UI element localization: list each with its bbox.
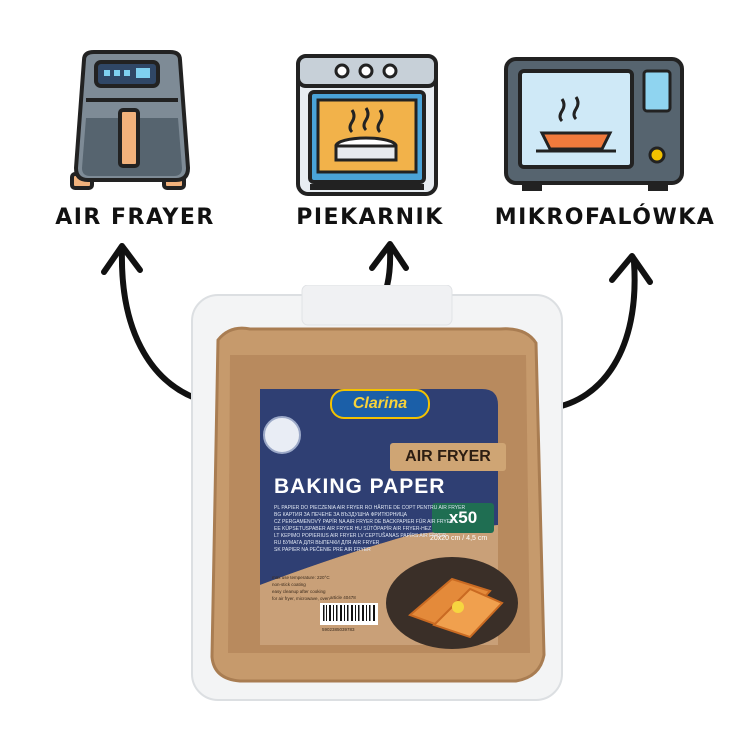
- hang-tab: [301, 285, 453, 326]
- brand-logo: Clarina: [330, 389, 430, 419]
- size-text: 20x20 cm / 4,5 cm: [430, 535, 488, 542]
- count-badge: x50: [432, 503, 494, 533]
- oven-label: PIEKARNIK: [296, 205, 444, 230]
- language-line: CZ PERGAMENOVÝ PAPÍR NA AIR FRYER DE BAC…: [274, 519, 454, 525]
- language-line: SK PAPIER NA PEČENIE PRE AIR FRYER: [274, 547, 371, 553]
- category-badge: AIR FRYER: [390, 443, 506, 471]
- feature-line: max use temperature: 220°C: [272, 575, 330, 580]
- arrow-to-oven-head: [369, 241, 409, 271]
- quality-seal: [263, 416, 301, 454]
- arrow-to-air-fryer-head: [101, 243, 143, 275]
- air-fryer-label: AIR FRAYER: [55, 205, 215, 230]
- feature-line: for air fryer, microwave, oven: [272, 596, 330, 601]
- barcode: [320, 603, 378, 625]
- feature-line: non-stick coating: [272, 582, 306, 587]
- air-fryer-icon: [62, 48, 202, 198]
- feature-line: easy cleanup after cooking: [272, 589, 326, 594]
- barcode-number: 5902385039783: [322, 627, 355, 632]
- product-package: Clarina AIR FRYER BAKING PAPER x50 20x20…: [190, 285, 565, 705]
- language-line: PL PAPIER DO PIECZENIA AIR FRYER RO HÂRT…: [274, 505, 466, 511]
- language-line: BG КАРТИЯ ЗА ПЕЧЕНЕ ЗА ВЪЗДУШНА ФРИТЮРНИ…: [274, 512, 408, 518]
- language-line: LT KEPIMO POPIERIUS AIR FRYER LV CEPTUŠA…: [274, 533, 446, 539]
- article-number: article 40478: [330, 595, 356, 600]
- language-line: EE KÜPSETUSPABER AIR FRYER HU SÜTŐPAPÍR …: [274, 526, 432, 532]
- microwave-icon: [502, 55, 688, 195]
- microwave-label: MIKROFALÓWKA: [494, 205, 716, 230]
- arrow-to-microwave: [549, 259, 638, 411]
- language-line: RU БУМАГА ДЛЯ ВЫПЕЧКИ ДЛЯ AIR FRYER: [274, 540, 380, 546]
- oven-icon: [292, 50, 442, 200]
- arrow-to-air-fryer: [118, 247, 198, 401]
- blue-card: [260, 389, 498, 585]
- product-title: BAKING PAPER: [274, 475, 446, 498]
- arrow-to-microwave-head: [609, 253, 653, 285]
